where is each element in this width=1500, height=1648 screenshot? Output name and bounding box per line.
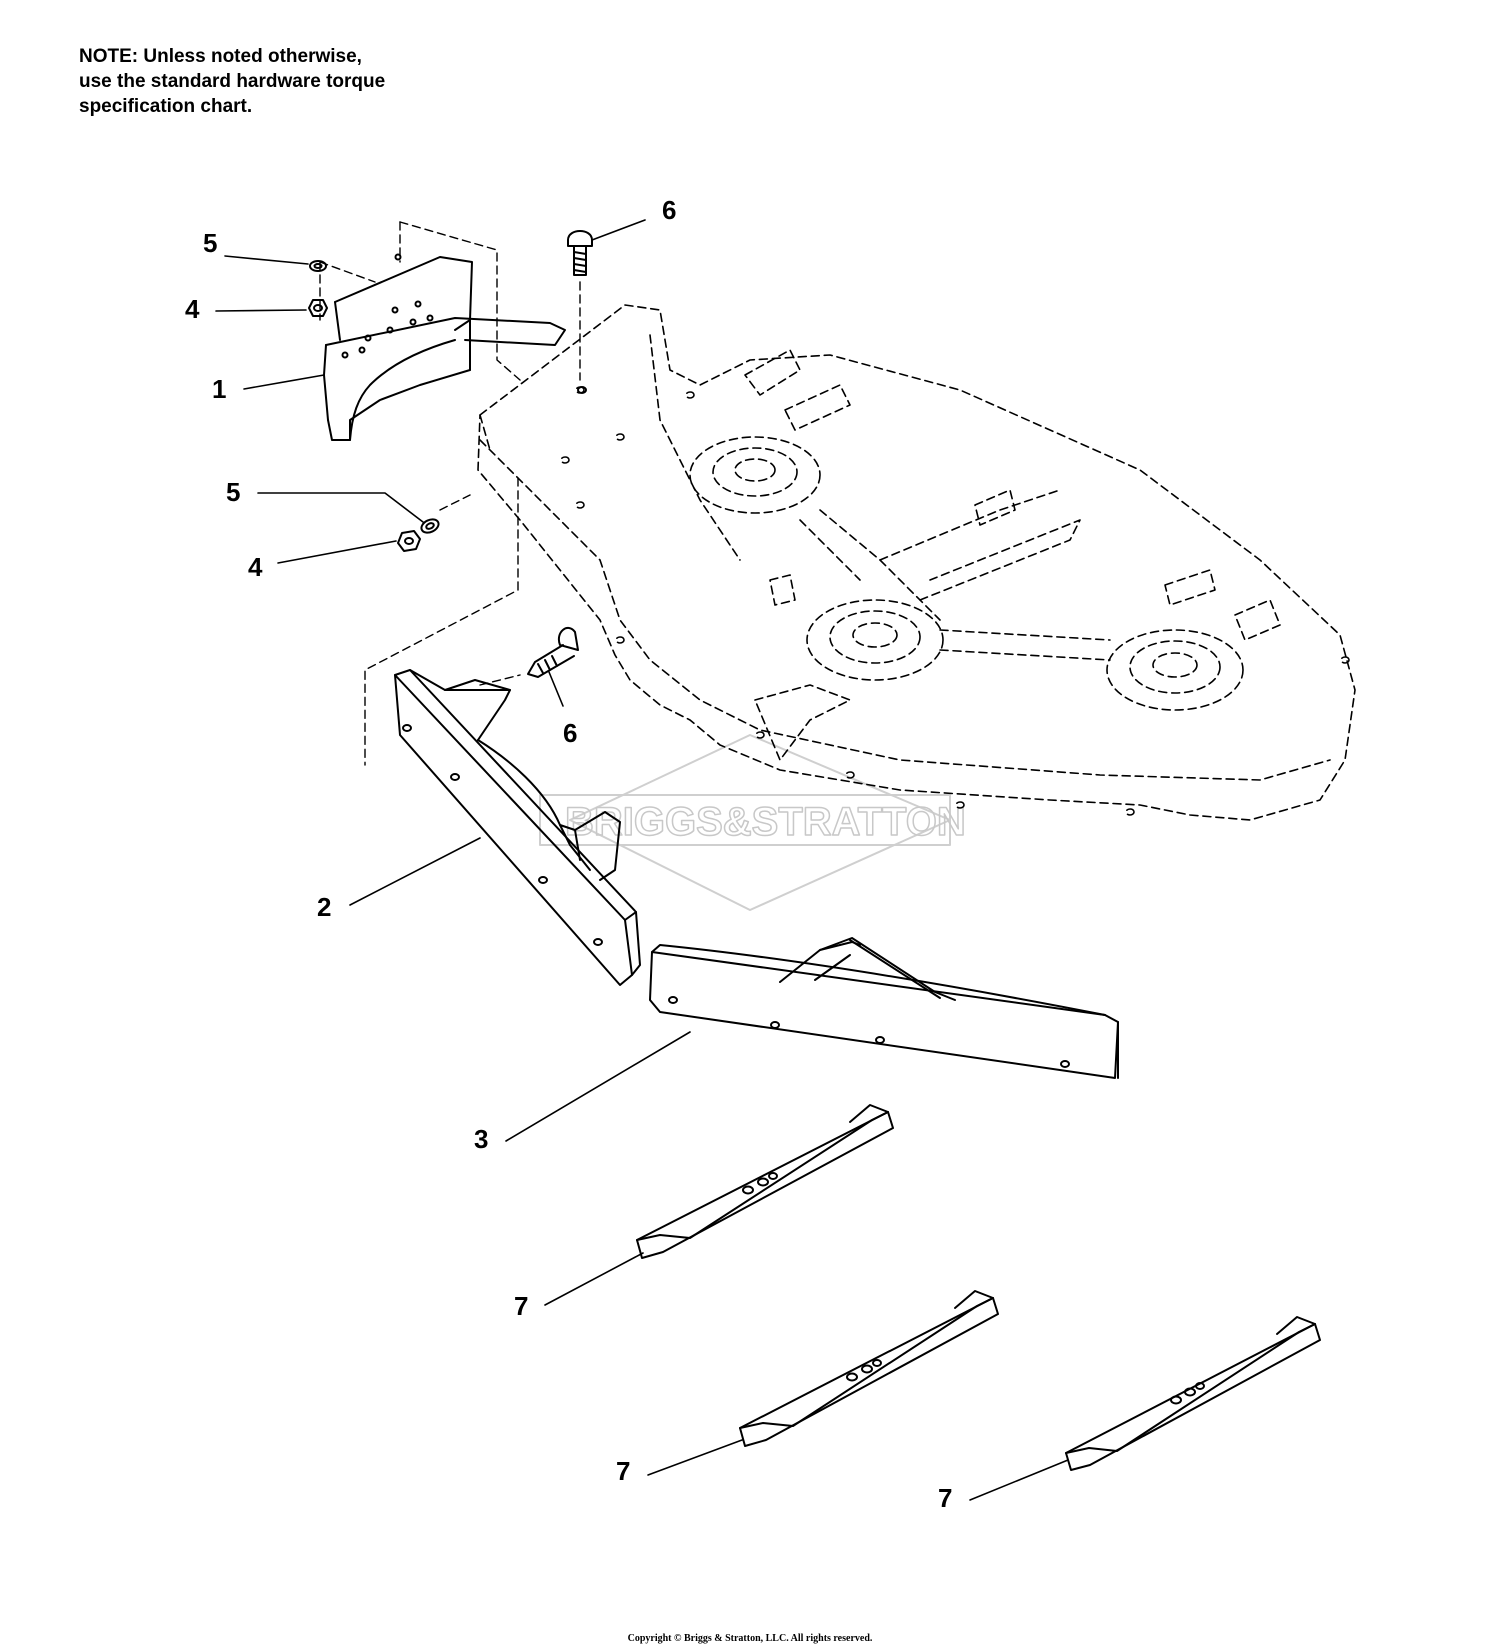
callout-5: 5 — [203, 228, 217, 258]
torque-note: NOTE: Unless noted otherwise, use the st… — [79, 44, 385, 119]
callout-5: 5 — [226, 477, 240, 507]
part-2-mount-lines — [364, 477, 521, 766]
watermark-logo: BRIGGS&STRATTON — [539, 734, 967, 911]
bolt-6-top — [567, 230, 593, 276]
callout-6: 6 — [563, 718, 577, 748]
mower-deck — [477, 304, 1356, 821]
part-3-right-baffle — [649, 937, 1119, 1079]
part-1-mount-lines — [319, 221, 521, 381]
note-line-2: use the standard hardware torque — [79, 71, 386, 92]
note-line-1: NOTE: Unless noted otherwise, — [79, 46, 362, 67]
part-1-top-baffle — [323, 253, 566, 441]
washer-5-middle — [420, 518, 440, 534]
callout-2: 2 — [317, 892, 331, 922]
callout-4: 4 — [185, 294, 200, 324]
hardware-path-middle — [439, 494, 471, 511]
callout-7: 7 — [616, 1456, 630, 1486]
blade-7-a — [636, 1104, 894, 1259]
deck-hole — [577, 386, 587, 394]
leader-lines — [215, 219, 1069, 1501]
copyright-notice: Copyright © Briggs & Stratton, LLC. All … — [627, 1633, 873, 1644]
blade-7-b — [739, 1290, 999, 1447]
callout-7: 7 — [938, 1483, 952, 1513]
callout-4: 4 — [248, 552, 263, 582]
note-line-3: specification chart. — [79, 96, 253, 117]
blade-7-c — [1065, 1316, 1321, 1471]
callout-3: 3 — [474, 1124, 488, 1154]
callout-7: 7 — [514, 1291, 528, 1321]
watermark-text: BRIGGS&STRATTON — [565, 800, 966, 844]
bolt-6-middle — [527, 626, 579, 678]
nut-4-top — [308, 299, 328, 317]
nut-4-middle — [397, 530, 421, 552]
callout-1: 1 — [212, 374, 226, 404]
washer-5-top — [309, 260, 327, 272]
callout-6: 6 — [662, 195, 676, 225]
part-2-left-baffle — [394, 669, 641, 986]
